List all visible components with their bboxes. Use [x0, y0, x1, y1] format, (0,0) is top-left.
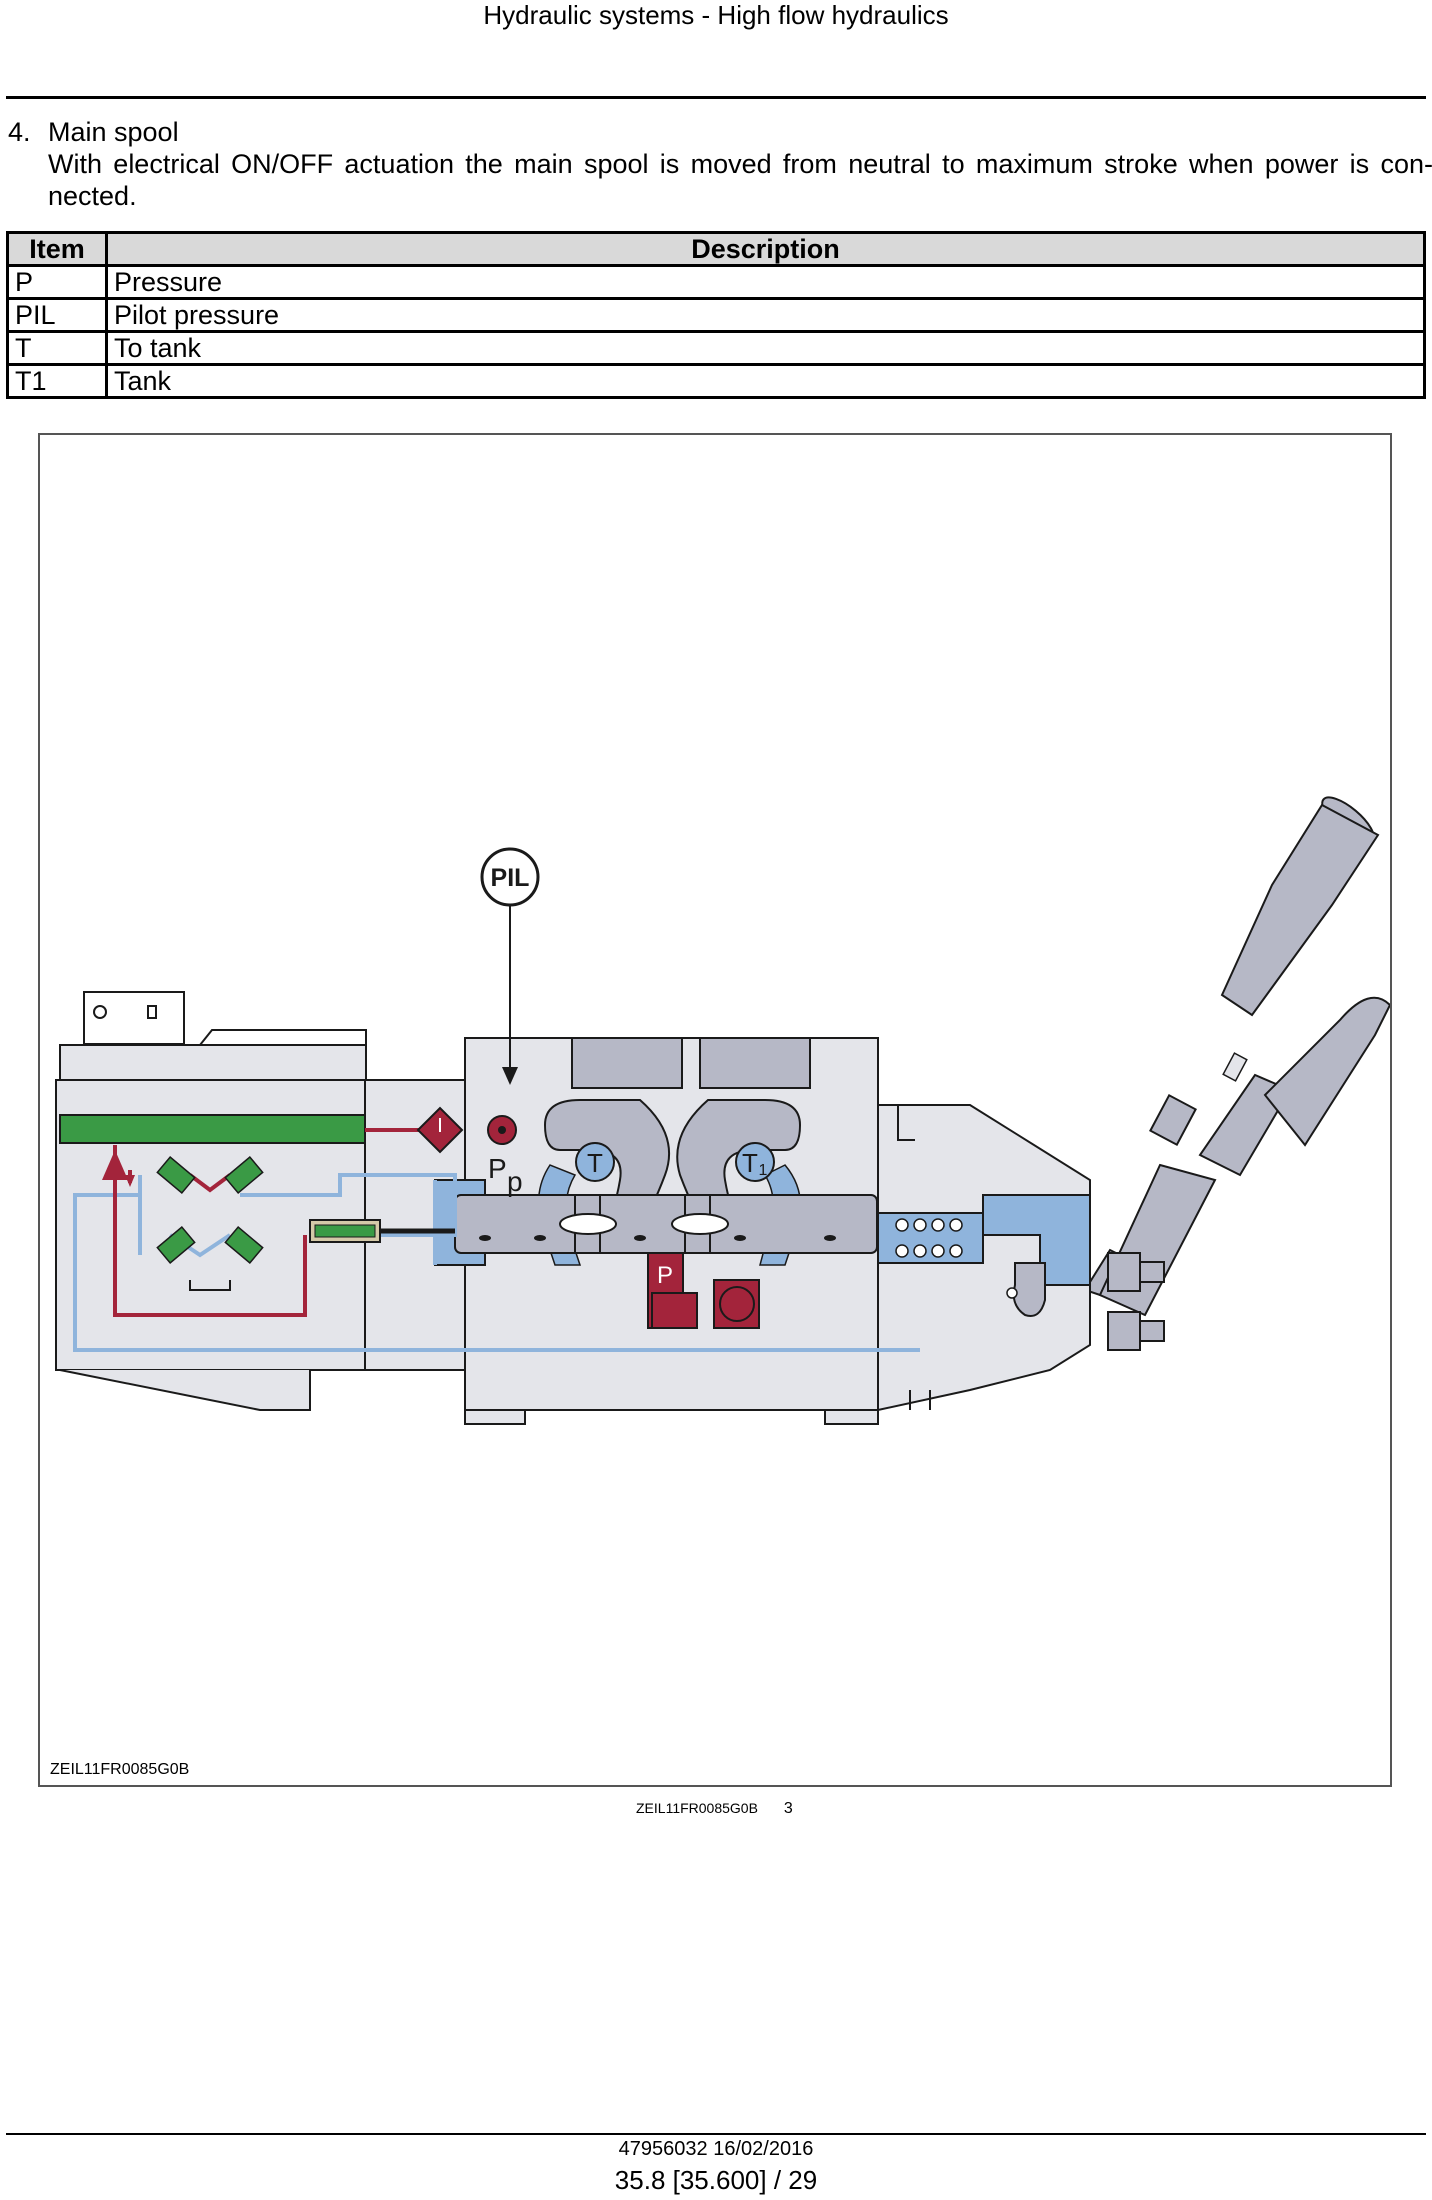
column-header-item: Item [6, 231, 108, 267]
caption-code: ZEIL11FR0085G0B [636, 1800, 758, 1816]
footer-page: 35.8 [35.600] / 29 [614, 2165, 818, 2195]
item-table: Item Description P Pressure PIL Pilot pr… [6, 231, 1426, 399]
section-title: Main spool [48, 117, 179, 147]
p-label: P [657, 1262, 673, 1289]
table-header-row: Item Description [6, 231, 1426, 267]
caption-number: 3 [783, 1800, 793, 1817]
header-rule [6, 96, 1426, 99]
footer-doc: 47956032 16/02/2016 [618, 2138, 814, 2160]
t-callout [575, 1142, 615, 1182]
pilot-port-center [498, 1126, 506, 1134]
pil-label: PIL [491, 864, 530, 892]
table-cell-item: P [6, 264, 108, 300]
pressure-arrow-small [125, 1175, 135, 1187]
table-row: P Pressure [6, 264, 1426, 300]
figure-code: ZEIL11FR0085G0B [50, 1761, 190, 1778]
table-cell-item: T1 [6, 363, 108, 399]
valve-diagram: PIL P p T T 1 P [55, 796, 1390, 1425]
t-label: T [587, 1148, 603, 1178]
table-row: PIL Pilot pressure [6, 297, 1426, 333]
solenoid-block [55, 991, 485, 1411]
table-cell-description: Tank [105, 363, 1426, 399]
table-cell-description: Pressure [105, 264, 1426, 300]
table-row: T To tank [6, 330, 1426, 366]
pil-arrow [502, 1067, 518, 1085]
page-header: Hydraulic systems - High flow hydraulics [483, 0, 949, 30]
table-row: T1 Tank [6, 363, 1426, 399]
table-cell-item: T [6, 330, 108, 366]
pp-subscript: p [507, 1166, 523, 1197]
table-cell-description: To tank [105, 330, 1426, 366]
section-body: With electrical ON/OFF actuation the mai… [48, 149, 1432, 211]
section-number: 4. [8, 117, 31, 147]
t1-callout [735, 1142, 775, 1182]
t1-subscript: 1 [759, 1162, 768, 1179]
lever-handle [1083, 796, 1390, 1317]
footer-rule [6, 2133, 1426, 2135]
drain-symbol [189, 1280, 231, 1291]
valve-body [434, 1037, 1165, 1425]
figure-caption: ZEIL11FR0085G0B 3 [636, 1800, 793, 1818]
table-cell-description: Pilot pressure [105, 297, 1426, 333]
figure-frame: PIL P p T T 1 P ZEIL11FR0085G0B [38, 433, 1392, 1787]
t1-label: T [742, 1148, 758, 1178]
actuator-rod [309, 1219, 455, 1243]
column-header-description: Description [105, 231, 1426, 267]
table-cell-item: PIL [6, 297, 108, 333]
pressure-arrow [102, 1150, 128, 1180]
solenoid-valves [156, 1155, 264, 1265]
pp-label: P [488, 1153, 507, 1184]
